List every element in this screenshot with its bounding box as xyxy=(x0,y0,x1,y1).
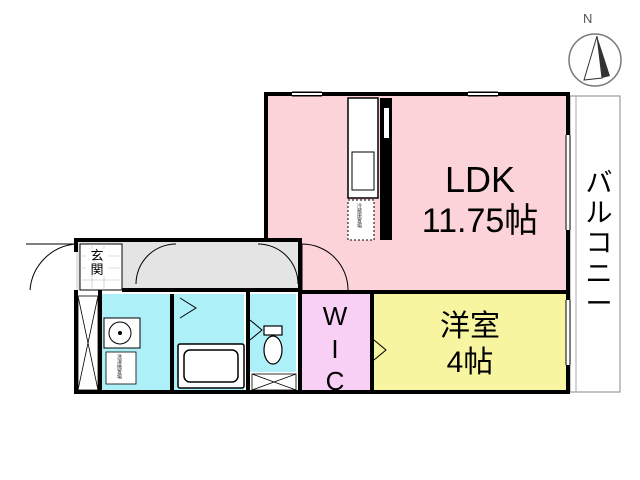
genkan-label: 玄 関 xyxy=(86,248,108,277)
yoshitsu-size: 4帖 xyxy=(446,346,494,379)
ldk-size: 11.75帖 xyxy=(421,202,539,240)
wic-letter: I xyxy=(331,333,339,364)
walls xyxy=(74,92,570,394)
corridor xyxy=(124,240,300,290)
washer-space-label: 洗濯機置場 xyxy=(116,354,122,379)
compass-north-label: N xyxy=(583,11,593,26)
yoshitsu-name: 洋室 xyxy=(440,310,500,343)
balcony-label: バ ル コ ニ ー xyxy=(584,168,614,319)
balcony-char: ー xyxy=(585,288,613,319)
ldk-name: LDK xyxy=(444,159,516,200)
ldk-room xyxy=(266,95,566,290)
yoshitsu-label: 洋室 4帖 xyxy=(415,312,525,378)
wic-letter: C xyxy=(325,366,345,396)
washer-space xyxy=(105,351,137,385)
ldk-label: LDK 11.75帖 xyxy=(400,159,560,240)
fridge-space-label: 冷蔵庫置場 xyxy=(356,203,362,228)
storage-x xyxy=(77,295,297,391)
bathtub xyxy=(177,343,245,389)
door-swings xyxy=(26,243,387,361)
genkan-char: 関 xyxy=(90,261,104,277)
wic-label: W I C xyxy=(310,300,360,398)
toilet xyxy=(263,325,283,365)
balcony-char: コ xyxy=(585,228,613,259)
genkan-char: 玄 xyxy=(90,248,104,263)
wic-letter: W xyxy=(322,301,348,331)
balcony-char: ル xyxy=(585,198,613,229)
wic-room xyxy=(301,292,371,390)
balcony-char: バ xyxy=(585,168,613,198)
fridge-space xyxy=(347,199,375,241)
kitchen-counter xyxy=(347,97,392,240)
compass xyxy=(568,33,622,87)
balcony-char: ニ xyxy=(585,258,613,289)
balcony-area xyxy=(569,95,621,393)
yoshitsu-room xyxy=(374,292,566,390)
